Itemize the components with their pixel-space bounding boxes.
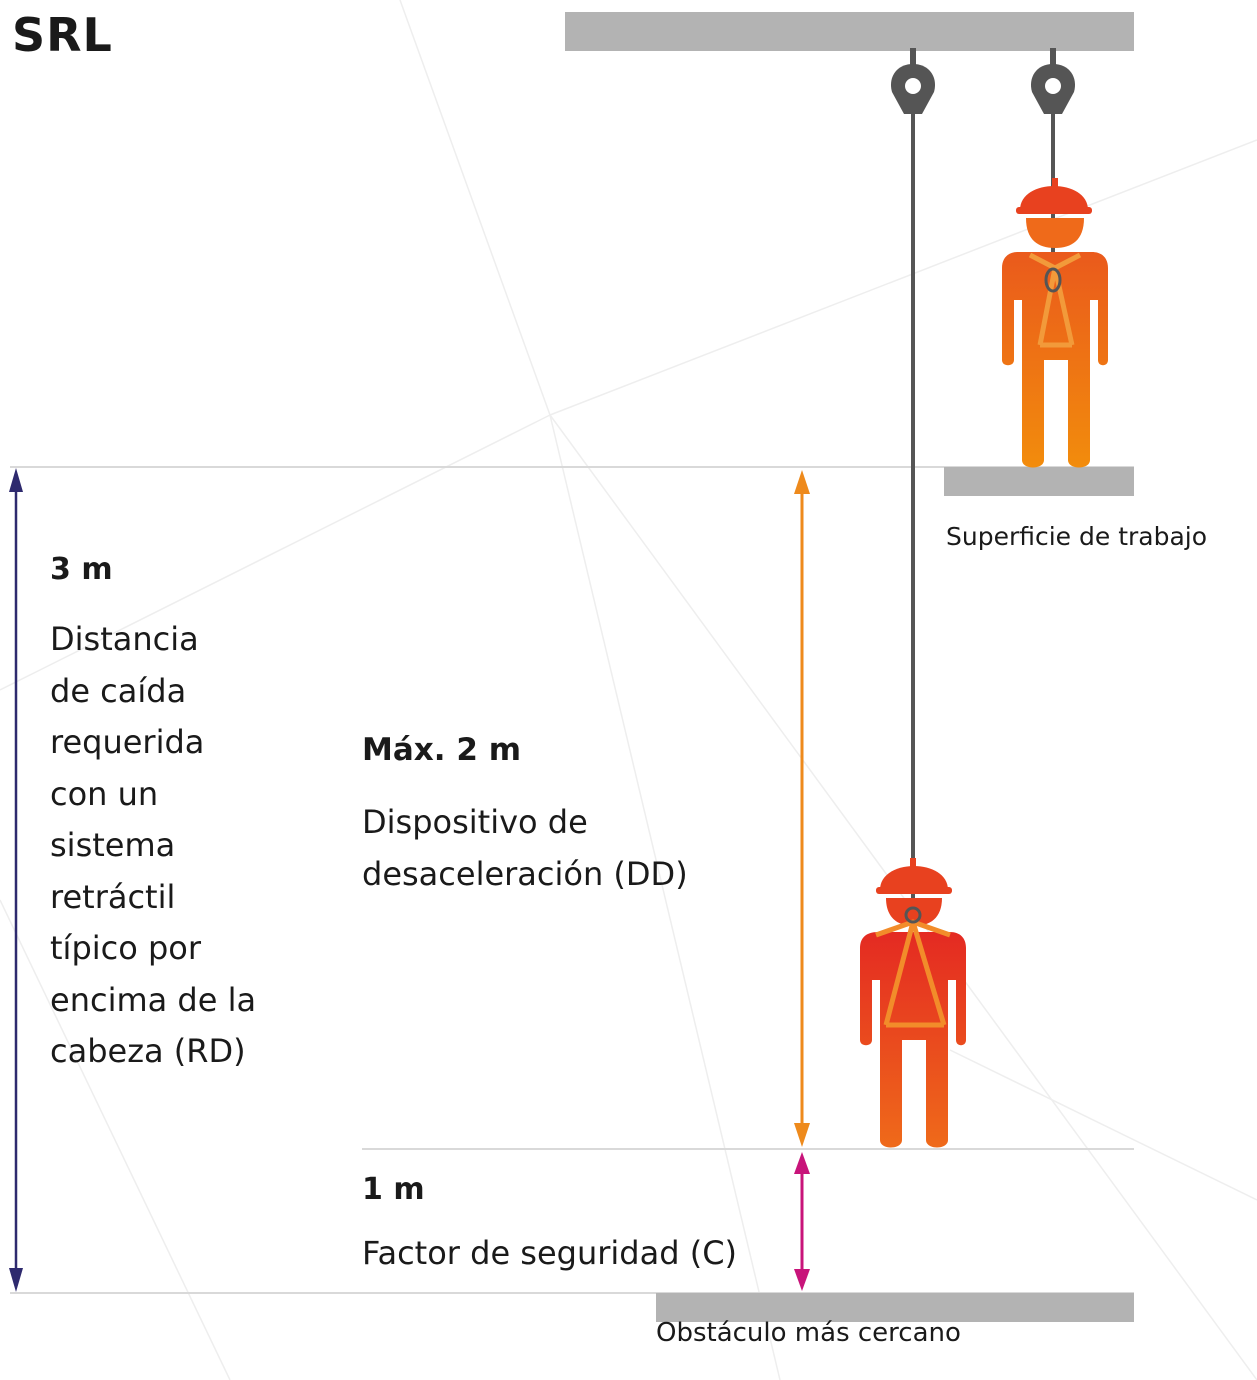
page-title: SRL bbox=[12, 8, 113, 62]
anchor-beam bbox=[565, 12, 1134, 51]
dd-value: Máx. 2 m bbox=[362, 732, 521, 768]
obstacle-surface bbox=[656, 1293, 1134, 1322]
obstacle-label: Obstáculo más cercano bbox=[656, 1318, 961, 1348]
c-value: 1 m bbox=[362, 1172, 425, 1207]
work-surface bbox=[944, 467, 1134, 496]
anchor-hook-icon bbox=[890, 48, 936, 114]
c-dimension-arrow bbox=[794, 1152, 810, 1291]
dd-description: Dispositivo de desaceleración (DD) bbox=[362, 803, 688, 893]
c-description: Factor de seguridad (C) bbox=[362, 1234, 738, 1272]
rd-description: Distancia de caída requerida con un sist… bbox=[50, 620, 257, 1070]
work-surface-label: Superficie de trabajo bbox=[946, 522, 1208, 551]
dd-dimension-arrow bbox=[794, 470, 810, 1147]
fallen-worker-icon bbox=[860, 858, 966, 1148]
standing-worker-icon bbox=[1002, 178, 1108, 468]
rd-value: 3 m bbox=[50, 552, 113, 587]
anchor-hook-icon bbox=[1030, 48, 1076, 114]
rd-dimension-arrow bbox=[9, 468, 23, 1292]
